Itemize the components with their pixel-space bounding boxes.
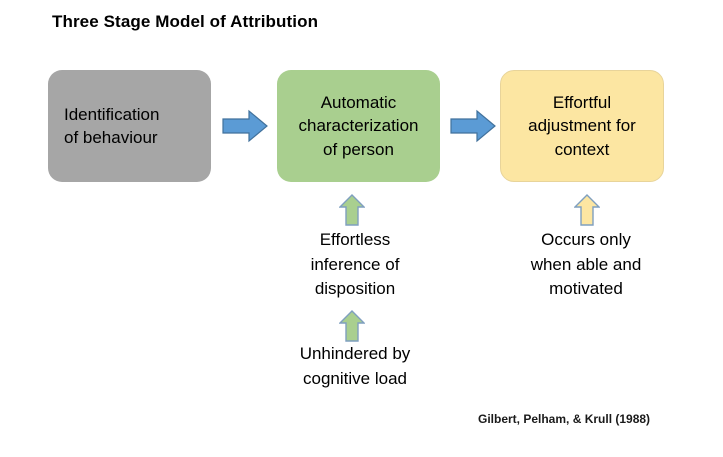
condition-caption-unhindered-line-1: Unhindered by: [299, 344, 411, 363]
condition-caption-effortless-inference: Effortless inference of disposition: [272, 228, 438, 302]
condition-caption-unhindered-cognitive-load: Unhindered by cognitive load: [272, 342, 438, 391]
stage-box-effortful-line-2: adjustment for: [528, 116, 636, 136]
arrow-up-green-icon-unhindered-cognitive-load: [338, 310, 366, 342]
stage-box-effortful-line-3: context: [554, 139, 610, 159]
page-title: Three Stage Model of Attribution: [52, 12, 319, 31]
condition-caption-unhindered-line-2: cognitive load: [303, 368, 407, 388]
stage-box-effortful-line-1: Effortful: [552, 92, 612, 112]
condition-caption-effortless-line-2: inference of: [310, 254, 400, 274]
condition-caption-occurs-line-1: Occurs only: [541, 230, 631, 249]
stage-box-automatic-text: Automatic characterization of person: [277, 91, 440, 161]
citation-text: Gilbert, Pelham, & Krull (1988): [478, 412, 651, 426]
stage-box-automatic-characterization[interactable]: Automatic characterization of person: [277, 70, 440, 182]
stage-box-identification[interactable]: Identification of behaviour: [48, 70, 211, 182]
stage-box-identification-text: Identification of behaviour: [48, 103, 211, 150]
arrow-up-yellow-icon-occurs-when-able: [573, 194, 601, 226]
condition-caption-occurs-line-3: motivated: [549, 279, 623, 299]
condition-caption-effortless-line-3: disposition: [314, 279, 396, 299]
stage-box-automatic-line-1: Automatic: [320, 92, 397, 112]
stage-box-automatic-line-2: characterization: [298, 116, 419, 136]
arrow-up-green-icon-effortless-inference: [338, 194, 366, 226]
condition-caption-occurs-line-2: when able and: [530, 254, 642, 274]
stage-box-effortful-text: Effortful adjustment for context: [501, 91, 663, 161]
arrow-right-icon-stage1-to-stage2: [222, 109, 268, 143]
stage-box-effortful-adjustment[interactable]: Effortful adjustment for context: [500, 70, 664, 182]
arrow-right-icon-stage2-to-stage3: [450, 109, 496, 143]
condition-caption-occurs-when-able: Occurs only when able and motivated: [503, 228, 669, 302]
stage-box-automatic-line-3: of person: [323, 139, 394, 159]
stage-box-identification-line-1: Identification: [64, 104, 160, 124]
stage-box-identification-line-2: of behaviour: [64, 128, 158, 147]
condition-caption-effortless-line-1: Effortless: [319, 230, 391, 249]
